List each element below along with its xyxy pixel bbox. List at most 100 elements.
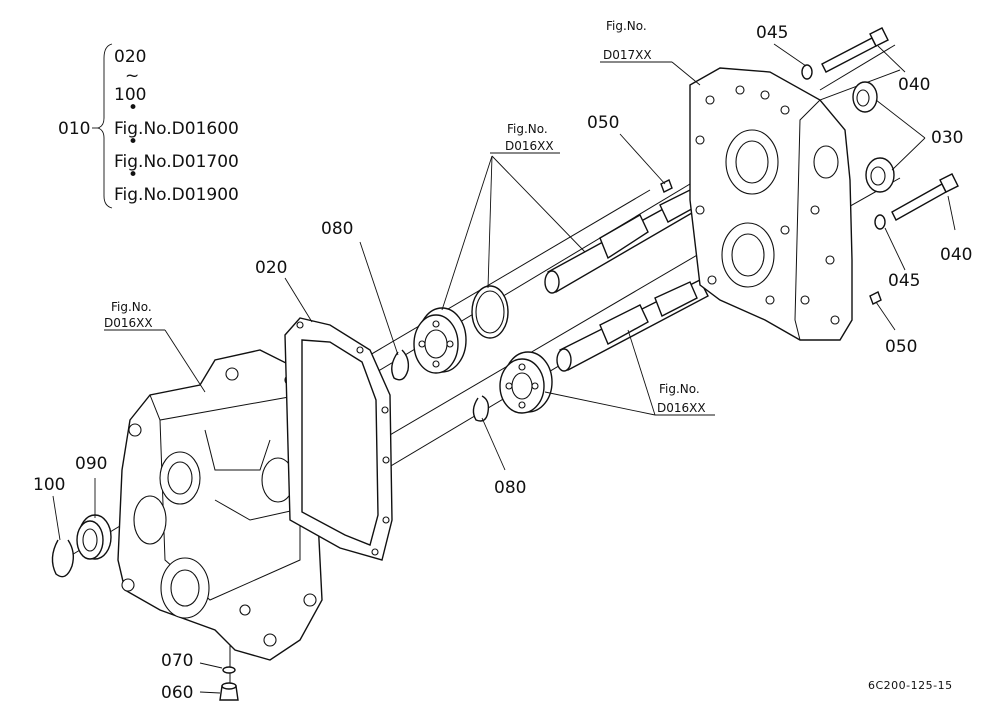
cover-bolt-hole bbox=[760, 90, 770, 100]
label-070: 070 bbox=[161, 651, 193, 671]
legend-brace bbox=[96, 43, 113, 209]
legend-bullet: • bbox=[128, 98, 138, 118]
snap-ring-body bbox=[51, 539, 75, 578]
legend-bullet: • bbox=[128, 132, 138, 152]
diagram-code: 6C200-125-15 bbox=[868, 679, 953, 692]
o-ring-body bbox=[222, 666, 236, 674]
gasket-hole bbox=[382, 516, 390, 524]
label-020: 020 bbox=[255, 258, 287, 278]
gasket-hole bbox=[296, 321, 304, 329]
label-080-lower: 080 bbox=[494, 478, 526, 498]
shaft-lower-gear bbox=[599, 304, 649, 345]
case-bolt-hole bbox=[263, 633, 277, 647]
gasket-hole bbox=[382, 456, 390, 464]
bolt-040-upper bbox=[821, 27, 889, 73]
bearing-bore bbox=[424, 329, 448, 359]
shaft-lower bbox=[556, 279, 709, 372]
bearing-ball bbox=[518, 363, 526, 371]
plug-top bbox=[221, 682, 237, 690]
cover-bolt-hole bbox=[765, 295, 775, 305]
label-045-upper: 045 bbox=[756, 23, 788, 43]
cover-bolt-hole bbox=[830, 315, 840, 325]
cover-bolt-hole bbox=[695, 135, 705, 145]
drain-plug-060 bbox=[219, 682, 239, 701]
figref-bearings-bottom-label: Fig.No. bbox=[659, 382, 700, 396]
snap-ring-body bbox=[472, 395, 490, 422]
washer-body bbox=[801, 64, 813, 80]
case-bolt-hole bbox=[128, 423, 142, 437]
figref-front-code: D016XX bbox=[104, 316, 153, 330]
snap-ring-100 bbox=[51, 539, 75, 578]
axis-line-bolt-top bbox=[819, 44, 896, 91]
figref-rear-label: Fig.No. bbox=[606, 19, 647, 33]
figref-front-label: Fig.No. bbox=[111, 300, 152, 314]
legend-figure-2: Fig.No.D01700 bbox=[114, 152, 239, 172]
case-bolt-hole bbox=[239, 604, 251, 616]
figref-bearings-bottom-code: D016XX bbox=[657, 401, 706, 415]
leader-fig-bearings-bottom-a bbox=[544, 391, 656, 416]
case-lower-bore-inner bbox=[170, 569, 200, 607]
cover-bolt-hole bbox=[780, 225, 790, 235]
rear-cover bbox=[689, 67, 853, 341]
case-bolt-hole bbox=[121, 578, 135, 592]
leader-080-lower bbox=[481, 417, 506, 471]
case-seal-bore bbox=[133, 495, 167, 545]
leader-045-lower bbox=[884, 227, 906, 271]
case-upper-bore-inner bbox=[167, 461, 193, 495]
leader-070 bbox=[199, 662, 223, 669]
snap-ring-inner bbox=[475, 290, 505, 334]
bearing-ball bbox=[432, 360, 440, 368]
bearing-ball bbox=[418, 340, 426, 348]
label-040-upper: 040 bbox=[898, 75, 930, 95]
figref-bearings-top-label: Fig.No. bbox=[507, 122, 548, 136]
bearing-ball bbox=[432, 320, 440, 328]
snap-ring-080-upper bbox=[391, 349, 410, 381]
leader-080-upper bbox=[359, 241, 399, 356]
snap-ring-upper-large bbox=[471, 285, 509, 339]
snap-ring-body bbox=[391, 349, 410, 381]
bolt-shank bbox=[821, 37, 877, 73]
cover-side-edge bbox=[794, 99, 821, 341]
leader-050-upper bbox=[619, 133, 666, 185]
washer-045-upper bbox=[801, 64, 813, 80]
cover-side-port bbox=[813, 145, 839, 179]
seal-bore bbox=[856, 89, 870, 107]
cover-bolt-hole bbox=[800, 295, 810, 305]
seal-bore bbox=[870, 166, 886, 186]
legend-parent-ref: 010 bbox=[58, 119, 90, 139]
leader-fig-bearings-top-c bbox=[491, 155, 586, 253]
leader-040-upper bbox=[877, 45, 906, 73]
ball-bearing-upper bbox=[413, 307, 467, 374]
bearing-ball bbox=[518, 401, 526, 409]
gasket-inner bbox=[301, 339, 379, 546]
case-rib bbox=[204, 429, 271, 471]
leader-lines bbox=[52, 43, 956, 694]
leader-fig-front bbox=[164, 329, 206, 393]
snap-ring-080-lower bbox=[472, 395, 490, 422]
bearing-bore bbox=[511, 372, 533, 400]
bolt-head bbox=[939, 173, 959, 193]
leader-030-a bbox=[875, 99, 926, 139]
case-rib bbox=[214, 499, 296, 521]
label-060: 060 bbox=[161, 683, 193, 703]
legend-range-from: 020 bbox=[114, 47, 146, 67]
figref-bearings-top-code: D016XX bbox=[505, 139, 554, 153]
cover-bolt-hole bbox=[780, 105, 790, 115]
case-bolt-hole bbox=[225, 367, 239, 381]
figure-references: Fig.No. D016XX Fig.No. D017XX Fig.No. D0… bbox=[104, 19, 706, 415]
leader-050-lower bbox=[875, 301, 896, 331]
bolt-shank bbox=[891, 183, 947, 221]
cover-upper-bore-inner bbox=[735, 140, 769, 184]
front-transmission-case bbox=[117, 349, 323, 661]
ball-bearing-lower bbox=[499, 351, 553, 414]
shaft-lower-spline bbox=[654, 281, 698, 317]
figref-rear-code: D017XX bbox=[603, 48, 652, 62]
cover-bolt-hole bbox=[735, 85, 745, 95]
shaft-lower-end bbox=[556, 348, 572, 372]
leader-060 bbox=[199, 691, 221, 694]
case-bolt-hole bbox=[303, 593, 317, 607]
leader-fig-bearings-bottom-b bbox=[627, 329, 656, 416]
cover-bolt-hole bbox=[695, 205, 705, 215]
oil-seal-090 bbox=[76, 514, 112, 560]
